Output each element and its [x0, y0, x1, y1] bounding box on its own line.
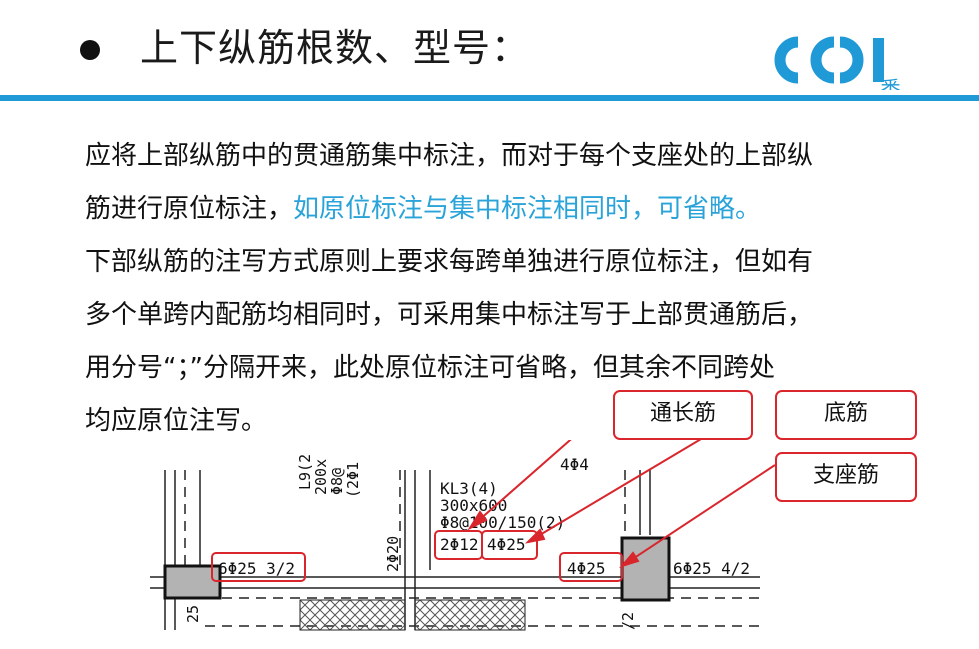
vertical-text-3: /2 [619, 612, 637, 630]
paragraph1-line1: 应将上部纵筋中的贯通筋集中标注，而对于每个支座处的上部纵 [85, 141, 814, 171]
vertical-text-2: 25 [184, 605, 202, 623]
left-support-label: 6Φ25 3/2 [218, 559, 295, 578]
left-beam-text1: L9(2 [296, 454, 314, 490]
header-divider [0, 95, 979, 101]
left-column [163, 564, 222, 600]
paragraph1-line2-normal: 筋进行原位标注， [85, 194, 294, 224]
right-support-label: 6Φ25 4/2 [673, 559, 750, 578]
mid-support-label: 4Φ25 [567, 559, 606, 578]
logo-i-shape [873, 38, 884, 82]
left-beam-text4: (2Φ1 [344, 462, 362, 498]
left-support-box [211, 552, 306, 582]
bottom-bar-box [481, 530, 538, 560]
paragraph2-line1: 下部纵筋的注写方式原则上要求每跨单独进行原位标注，但如有 [85, 247, 814, 277]
paragraph2-line3: 用分号“；”分隔开来，此处原位标注可省略，但其余不同跨处 [85, 353, 775, 383]
left-beam-text2: 200x [312, 459, 330, 495]
logo-c2-shape [810, 36, 835, 84]
through-bar-callout: 通长筋 [613, 390, 753, 440]
left-beam-text3: Φ8@ [328, 468, 346, 495]
kl3-stirrup: Φ8@100/150(2) [440, 513, 565, 532]
kl3-name: KL3(4) [440, 479, 498, 498]
through-bar-a: 2Φ12 [440, 535, 479, 554]
support-bar-callout: 支座筋 [775, 452, 917, 502]
paragraph2-line4: 均应原位注写。 [85, 406, 268, 436]
ccdi-logo: 悉地 [774, 36, 901, 90]
logo-d-shape [839, 36, 864, 84]
beam-drawing: KL3(4) 300x600 Φ8@100/150(2) 2Φ12 4Φ25 6… [150, 440, 776, 631]
bottom-bar-callout: 底筋 [775, 390, 917, 440]
body-text: 应将上部纵筋中的贯通筋集中标注，而对于每个支座处的上部纵 筋进行原位标注，如原位… [85, 130, 935, 448]
top-cut-label: 4Φ4 [560, 455, 589, 474]
right-column [620, 536, 671, 602]
vertical-text-1: 2Φ20 [384, 536, 402, 572]
slide-title: 上下纵筋根数、型号： [140, 26, 531, 70]
paragraph1-line2: 筋进行原位标注，如原位标注与集中标注相同时，可省略。 [85, 183, 935, 236]
paragraph2-line2: 多个单跨内配筋均相同时，可采用集中标注写于上部贯通筋后， [85, 300, 814, 330]
through-bar-b: 4Φ25 [487, 535, 526, 554]
paragraph1-highlight: 如原位标注与集中标注相同时，可省略。 [293, 194, 762, 224]
logo-c1-shape [774, 36, 799, 84]
bullet-icon [80, 40, 100, 60]
logo-text: 悉地 [877, 78, 901, 90]
